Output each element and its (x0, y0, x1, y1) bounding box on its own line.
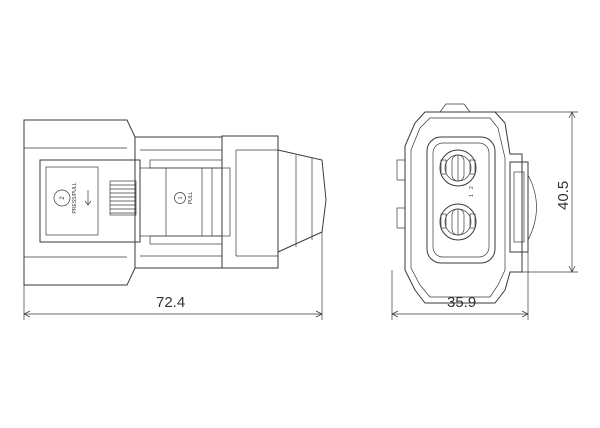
side-mid-body (135, 136, 223, 269)
side-length-dimension: 72.4 (23, 232, 323, 320)
front-outer-body (404, 111, 523, 304)
front-view: 2 1 (396, 103, 537, 304)
front-top-nub (439, 103, 471, 113)
front-cavity (426, 136, 496, 264)
terminal-one (439, 203, 477, 241)
step-one-label: 1 (178, 196, 184, 199)
latch-grip (109, 180, 137, 216)
front-height-value: 40.5 (555, 181, 572, 210)
step-one-circle (174, 192, 186, 204)
side-view: 2 PRESS/PULL 1 PULL (23, 119, 327, 286)
side-length-value: 72.4 (156, 294, 185, 311)
step-two-circle (53, 189, 71, 207)
side-housing-left (23, 119, 136, 286)
front-height-dimension: 40.5 (495, 111, 578, 273)
side-nose (277, 149, 327, 253)
pin-two-label: 2 (469, 186, 475, 189)
front-latch (509, 161, 529, 253)
front-width-value: 35.9 (447, 294, 476, 311)
pull-label: PULL (188, 192, 194, 205)
terminal-two (439, 149, 477, 187)
press-pull-label: PRESS/PULL (72, 182, 78, 213)
step-two-label: 2 (60, 196, 66, 200)
pin-one-label: 1 (469, 194, 475, 197)
side-front-cap (221, 135, 279, 269)
front-width-dimension: 35.9 (391, 252, 529, 320)
